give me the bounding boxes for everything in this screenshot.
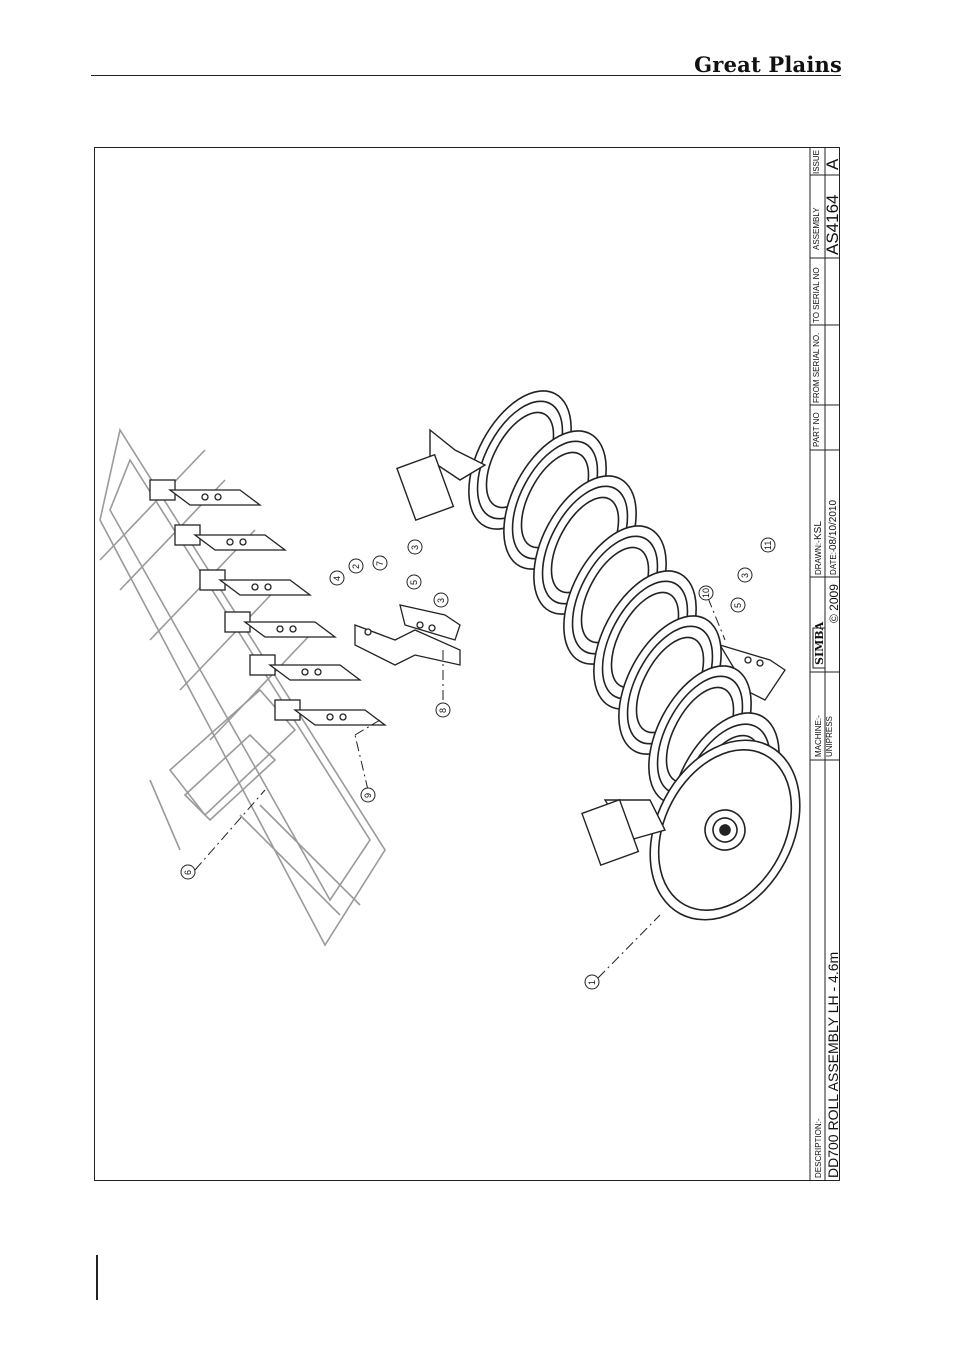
roll-discs [448,374,830,946]
callout-4: 4 [330,571,344,585]
callout-label: 3 [436,598,446,603]
callout-label: 5 [733,603,743,608]
callout-11: 11 [761,538,775,552]
machine-label: MACHINE:- [814,715,823,757]
drawn-label: DRAWN:- [814,540,823,575]
from-serial-label: FROM SERIAL NO. [812,333,821,403]
callout-label: 8 [438,708,448,713]
date-label: DATE:- [829,549,838,575]
callout-8: 8 [436,703,450,717]
copyright: © 2009 [827,584,841,623]
assembly-label: ASSEMBLY [812,207,821,250]
description-value: DD700 ROLL ASSEMBLY LH - 4.6m [825,952,841,1178]
callout-label: 3 [410,545,420,550]
callout-label: 9 [363,793,373,798]
machine-value: UNIPRESS [825,716,834,757]
chassis-frame [100,430,385,945]
callout-label: 2 [351,564,361,569]
callout-label: 4 [332,576,342,581]
callout-10: 10 [699,586,713,600]
callout-3: 3 [434,593,448,607]
callout-9: 9 [361,788,375,802]
callout-label: 10 [701,588,711,598]
description-label: DESCRIPTION:- [814,1118,823,1178]
callout-5: 5 [407,575,421,589]
issue-value: A [823,158,842,170]
to-serial-label: TO SERIAL NO [812,267,821,323]
scraper-bracket [355,605,460,665]
date-value: 08/10/2010 [828,500,839,550]
callout-1: 1 [585,975,599,989]
callout-3: 3 [408,540,422,554]
assembly-value: AS4164 [823,195,842,256]
callout-label: 1 [587,980,597,985]
callout-label: 7 [375,561,385,566]
callout-label: 3 [740,573,750,578]
callout-label: 11 [763,541,773,550]
drawn-value: KSL [813,521,824,540]
callout-label: 6 [183,870,193,875]
callout-7: 7 [373,556,387,570]
issue-label: ISSUE [812,150,821,174]
callout-label: 5 [409,580,419,585]
part-no-label: PART NO [812,412,821,447]
callout-5: 5 [731,598,745,612]
simba-logo: SIMBA [813,621,826,665]
callout-3: 3 [738,568,752,582]
callout-6: 6 [181,865,195,879]
callout-2: 2 [349,559,363,573]
